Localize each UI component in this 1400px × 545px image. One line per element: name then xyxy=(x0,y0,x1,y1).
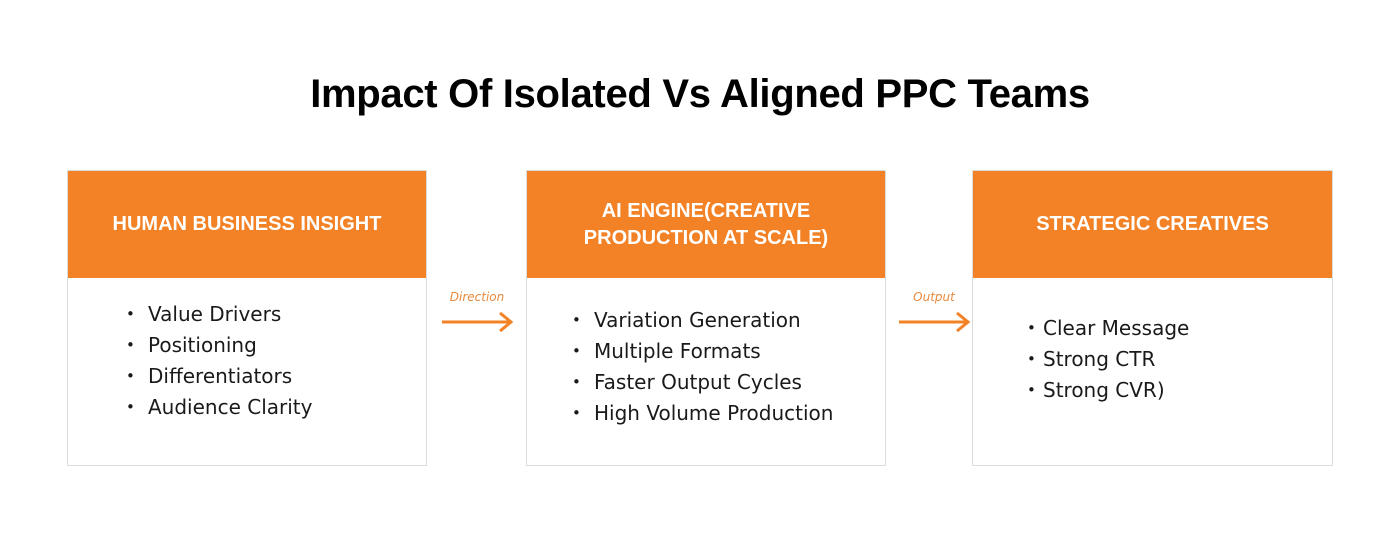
list-item: Variation Generation xyxy=(572,305,833,336)
box-strategic-creatives: STRATEGIC CREATIVES Clear Message Strong… xyxy=(972,170,1333,466)
list-item: Differentiators xyxy=(126,361,312,392)
list-item: Strong CTR xyxy=(1027,344,1189,375)
arrow-direction: Direction xyxy=(440,290,514,350)
bullet-list: Variation Generation Multiple Formats Fa… xyxy=(572,305,833,429)
box-human-business-insight: HUMAN BUSINESS INSIGHT Value Drivers Pos… xyxy=(67,170,427,466)
bullet-list: Value Drivers Positioning Differentiator… xyxy=(126,299,312,423)
arrow-label: Output xyxy=(913,290,955,304)
list-item: Faster Output Cycles xyxy=(572,367,833,398)
list-item: High Volume Production xyxy=(572,398,833,429)
box-header: AI ENGINE(CREATIVE PRODUCTION AT SCALE) xyxy=(527,171,885,278)
box-ai-engine: AI ENGINE(CREATIVE PRODUCTION AT SCALE) … xyxy=(526,170,886,466)
list-item: Positioning xyxy=(126,330,312,361)
arrow-right-icon xyxy=(442,312,514,332)
page-title: Impact Of Isolated Vs Aligned PPC Teams xyxy=(310,72,1090,116)
list-item: Multiple Formats xyxy=(572,336,833,367)
bullet-list: Clear Message Strong CTR Strong CVR) xyxy=(1027,313,1189,406)
list-item: Clear Message xyxy=(1027,313,1189,344)
list-item: Audience Clarity xyxy=(126,392,312,423)
arrow-label: Direction xyxy=(449,290,505,304)
arrow-right-icon xyxy=(899,312,971,332)
list-item: Strong CVR) xyxy=(1027,375,1189,406)
arrow-output: Output xyxy=(897,290,971,350)
box-header: HUMAN BUSINESS INSIGHT xyxy=(68,171,426,278)
box-header: STRATEGIC CREATIVES xyxy=(973,171,1332,278)
list-item: Value Drivers xyxy=(126,299,312,330)
